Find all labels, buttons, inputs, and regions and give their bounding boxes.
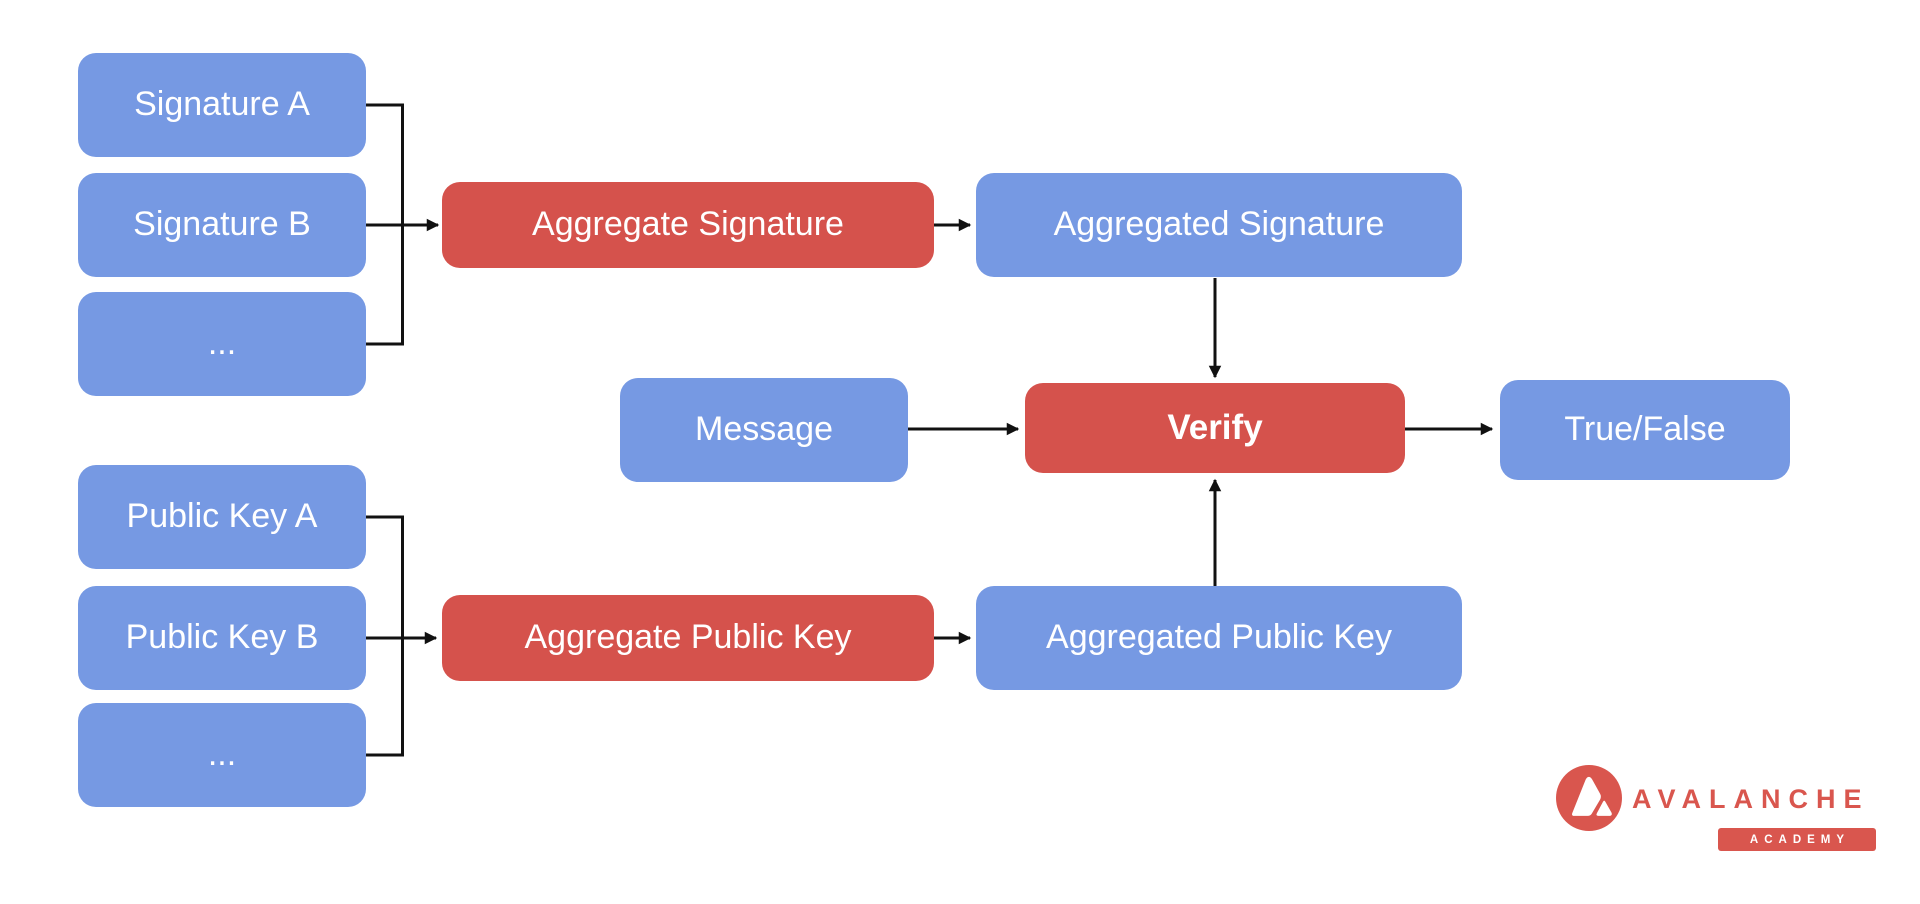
node-label: Verify	[1167, 407, 1263, 447]
avalanche-academy-logo: AVALANCHE ACADEMY	[1550, 760, 1890, 860]
node-label: Public Key A	[126, 497, 318, 536]
node-label: Aggregated Public Key	[1046, 618, 1392, 657]
node-public-key-a: Public Key A	[78, 465, 366, 569]
node-aggregated-signature: Aggregated Signature	[976, 173, 1462, 277]
node-label: Aggregated Signature	[1053, 205, 1385, 244]
node-label: True/False	[1564, 410, 1726, 449]
node-message: Message	[620, 378, 908, 482]
node-label: ...	[207, 324, 237, 363]
node-label: ...	[207, 735, 237, 774]
node-label: Public Key B	[125, 618, 319, 657]
node-label: Aggregate Public Key	[524, 618, 852, 657]
node-aggregated-public-key: Aggregated Public Key	[976, 586, 1462, 690]
logo-brand-text: AVALANCHE	[1632, 784, 1870, 814]
node-signature-ellipsis: ...	[78, 292, 366, 396]
node-aggregate-public-key: Aggregate Public Key	[442, 595, 934, 681]
node-signature-b: Signature B	[78, 173, 366, 277]
node-public-key-ellipsis: ...	[78, 703, 366, 807]
node-label: Message	[695, 410, 833, 449]
node-verify: Verify	[1025, 383, 1405, 473]
node-label: Signature A	[134, 85, 310, 124]
logo-academy-badge: ACADEMY	[1718, 828, 1876, 851]
node-public-key-b: Public Key B	[78, 586, 366, 690]
avalanche-logo-icon	[1556, 765, 1622, 831]
node-true-false: True/False	[1500, 380, 1790, 480]
node-signature-a: Signature A	[78, 53, 366, 157]
node-label: Signature B	[133, 205, 311, 244]
node-aggregate-signature: Aggregate Signature	[442, 182, 934, 268]
node-label: Aggregate Signature	[532, 205, 844, 244]
